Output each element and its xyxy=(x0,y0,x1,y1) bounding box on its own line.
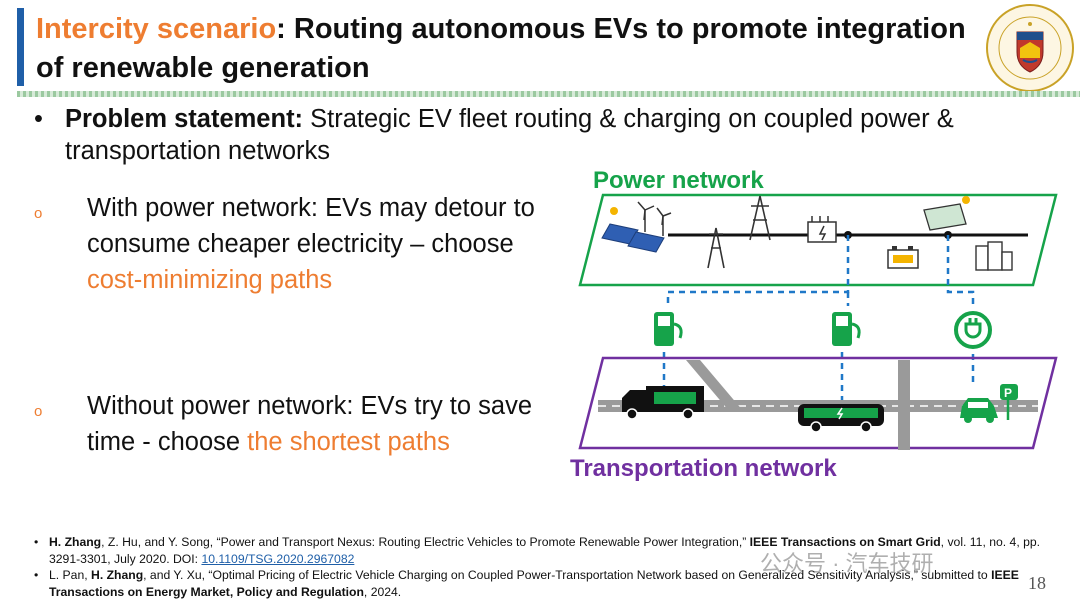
charging-station-icon xyxy=(654,312,683,346)
title-main-text: : Routing autonomous EVs to promote inte… xyxy=(36,13,966,84)
sub-bullet-marker: o xyxy=(34,403,43,420)
car-icon xyxy=(960,398,998,423)
transport-network-plane xyxy=(578,356,1058,450)
reference-item: • L. Pan, H. Zhang, and Y. Xu, “Optimal P… xyxy=(34,567,1046,600)
ref-author-highlight: H. Zhang xyxy=(49,535,102,549)
sub-bullet-marker: o xyxy=(34,205,43,222)
title-accent-text: Intercity scenario xyxy=(36,13,277,45)
page-number: 18 xyxy=(1028,573,1046,593)
reference-bullet: • xyxy=(34,568,39,582)
ref-details: , vol. 11, no. 4, pp. 3291-3301, July 20… xyxy=(49,535,1041,566)
transportation-network-label: Transportation network xyxy=(570,455,837,482)
ref-venue: IEEE Transactions on Energy Market, Poli… xyxy=(49,568,1019,599)
slide-title: Intercity scenario: Routing autonomous E… xyxy=(36,10,966,88)
ref-authors: , Z. Hu, and Y. Song, “Power and Transpo… xyxy=(101,535,750,549)
ref-author-pre: L. Pan, xyxy=(49,568,92,582)
sub-bullet-without-power: o Without power network: EVs try to save… xyxy=(34,388,569,460)
problem-statement-body: Strategic EV fleet routing & charging on… xyxy=(65,105,954,165)
transmission-tower-icon xyxy=(707,195,771,269)
references: •H. Zhang, Z. Hu, and Y. Song, “Power an… xyxy=(34,534,1046,600)
wechat-watermark: 公众号 · 汽车技研 xyxy=(760,551,934,576)
problem-statement-label: Problem statement: xyxy=(65,105,304,133)
cost-minimizing-highlight: cost-minimizing paths xyxy=(87,266,333,294)
university-seal-logo xyxy=(986,4,1074,92)
sub-bullet-with-power-text: With power network: EVs may detour to co… xyxy=(87,190,569,298)
power-network-label: Power network xyxy=(593,167,764,194)
wireless-charging-icon xyxy=(954,311,992,349)
problem-statement-bullet: • Problem statement: Strategic EV fleet … xyxy=(34,103,1024,167)
battery-icon xyxy=(887,246,919,269)
transformer-icon xyxy=(807,216,837,243)
parking-sign-icon: P xyxy=(1000,384,1018,420)
bullet-dot: • xyxy=(34,105,43,133)
problem-statement-text: Problem statement: Strategic EV fleet ro… xyxy=(65,103,1024,167)
sub-bullet-without-power-text: Without power network: EVs try to save t… xyxy=(87,388,569,460)
reference-bullet: • xyxy=(34,535,39,549)
power-network-plane xyxy=(578,193,1058,287)
with-power-text: With power network: EVs may detour to co… xyxy=(87,194,535,258)
solar-panel-icon xyxy=(601,207,665,253)
sub-bullet-with-power: o With power network: EVs may detour to … xyxy=(34,190,569,298)
ref-authors: , and Y. Xu, “Optimal Pricing of Electri… xyxy=(143,568,992,582)
ref-author-highlight: H. Zhang xyxy=(91,568,144,582)
title-accent-bar xyxy=(17,8,24,86)
coupled-network-diagram: Power network xyxy=(570,167,1058,482)
wind-turbine-icon xyxy=(637,201,672,236)
truck-icon xyxy=(622,386,704,420)
without-power-text: Without power network: EVs try to save t… xyxy=(87,392,533,456)
ref-details: , 2024. xyxy=(363,584,402,599)
bus-icon xyxy=(798,404,884,433)
power-coupling-links xyxy=(666,235,975,306)
buildings-icon xyxy=(975,241,1013,271)
reference-item: • H. Zhang, Z. Hu, and Y. Song, “Power an… xyxy=(34,534,1046,567)
charging-station-icon xyxy=(832,312,861,346)
rooftop-solar-icon xyxy=(923,196,970,231)
doi-link[interactable]: 10.1109/TSG.2020.2967082 xyxy=(201,551,355,566)
shortest-paths-highlight: the shortest paths xyxy=(247,428,450,456)
ref-venue: IEEE Transactions on Smart Grid xyxy=(749,535,941,549)
header-divider xyxy=(17,91,1080,97)
svg-text:P: P xyxy=(1004,386,1012,400)
